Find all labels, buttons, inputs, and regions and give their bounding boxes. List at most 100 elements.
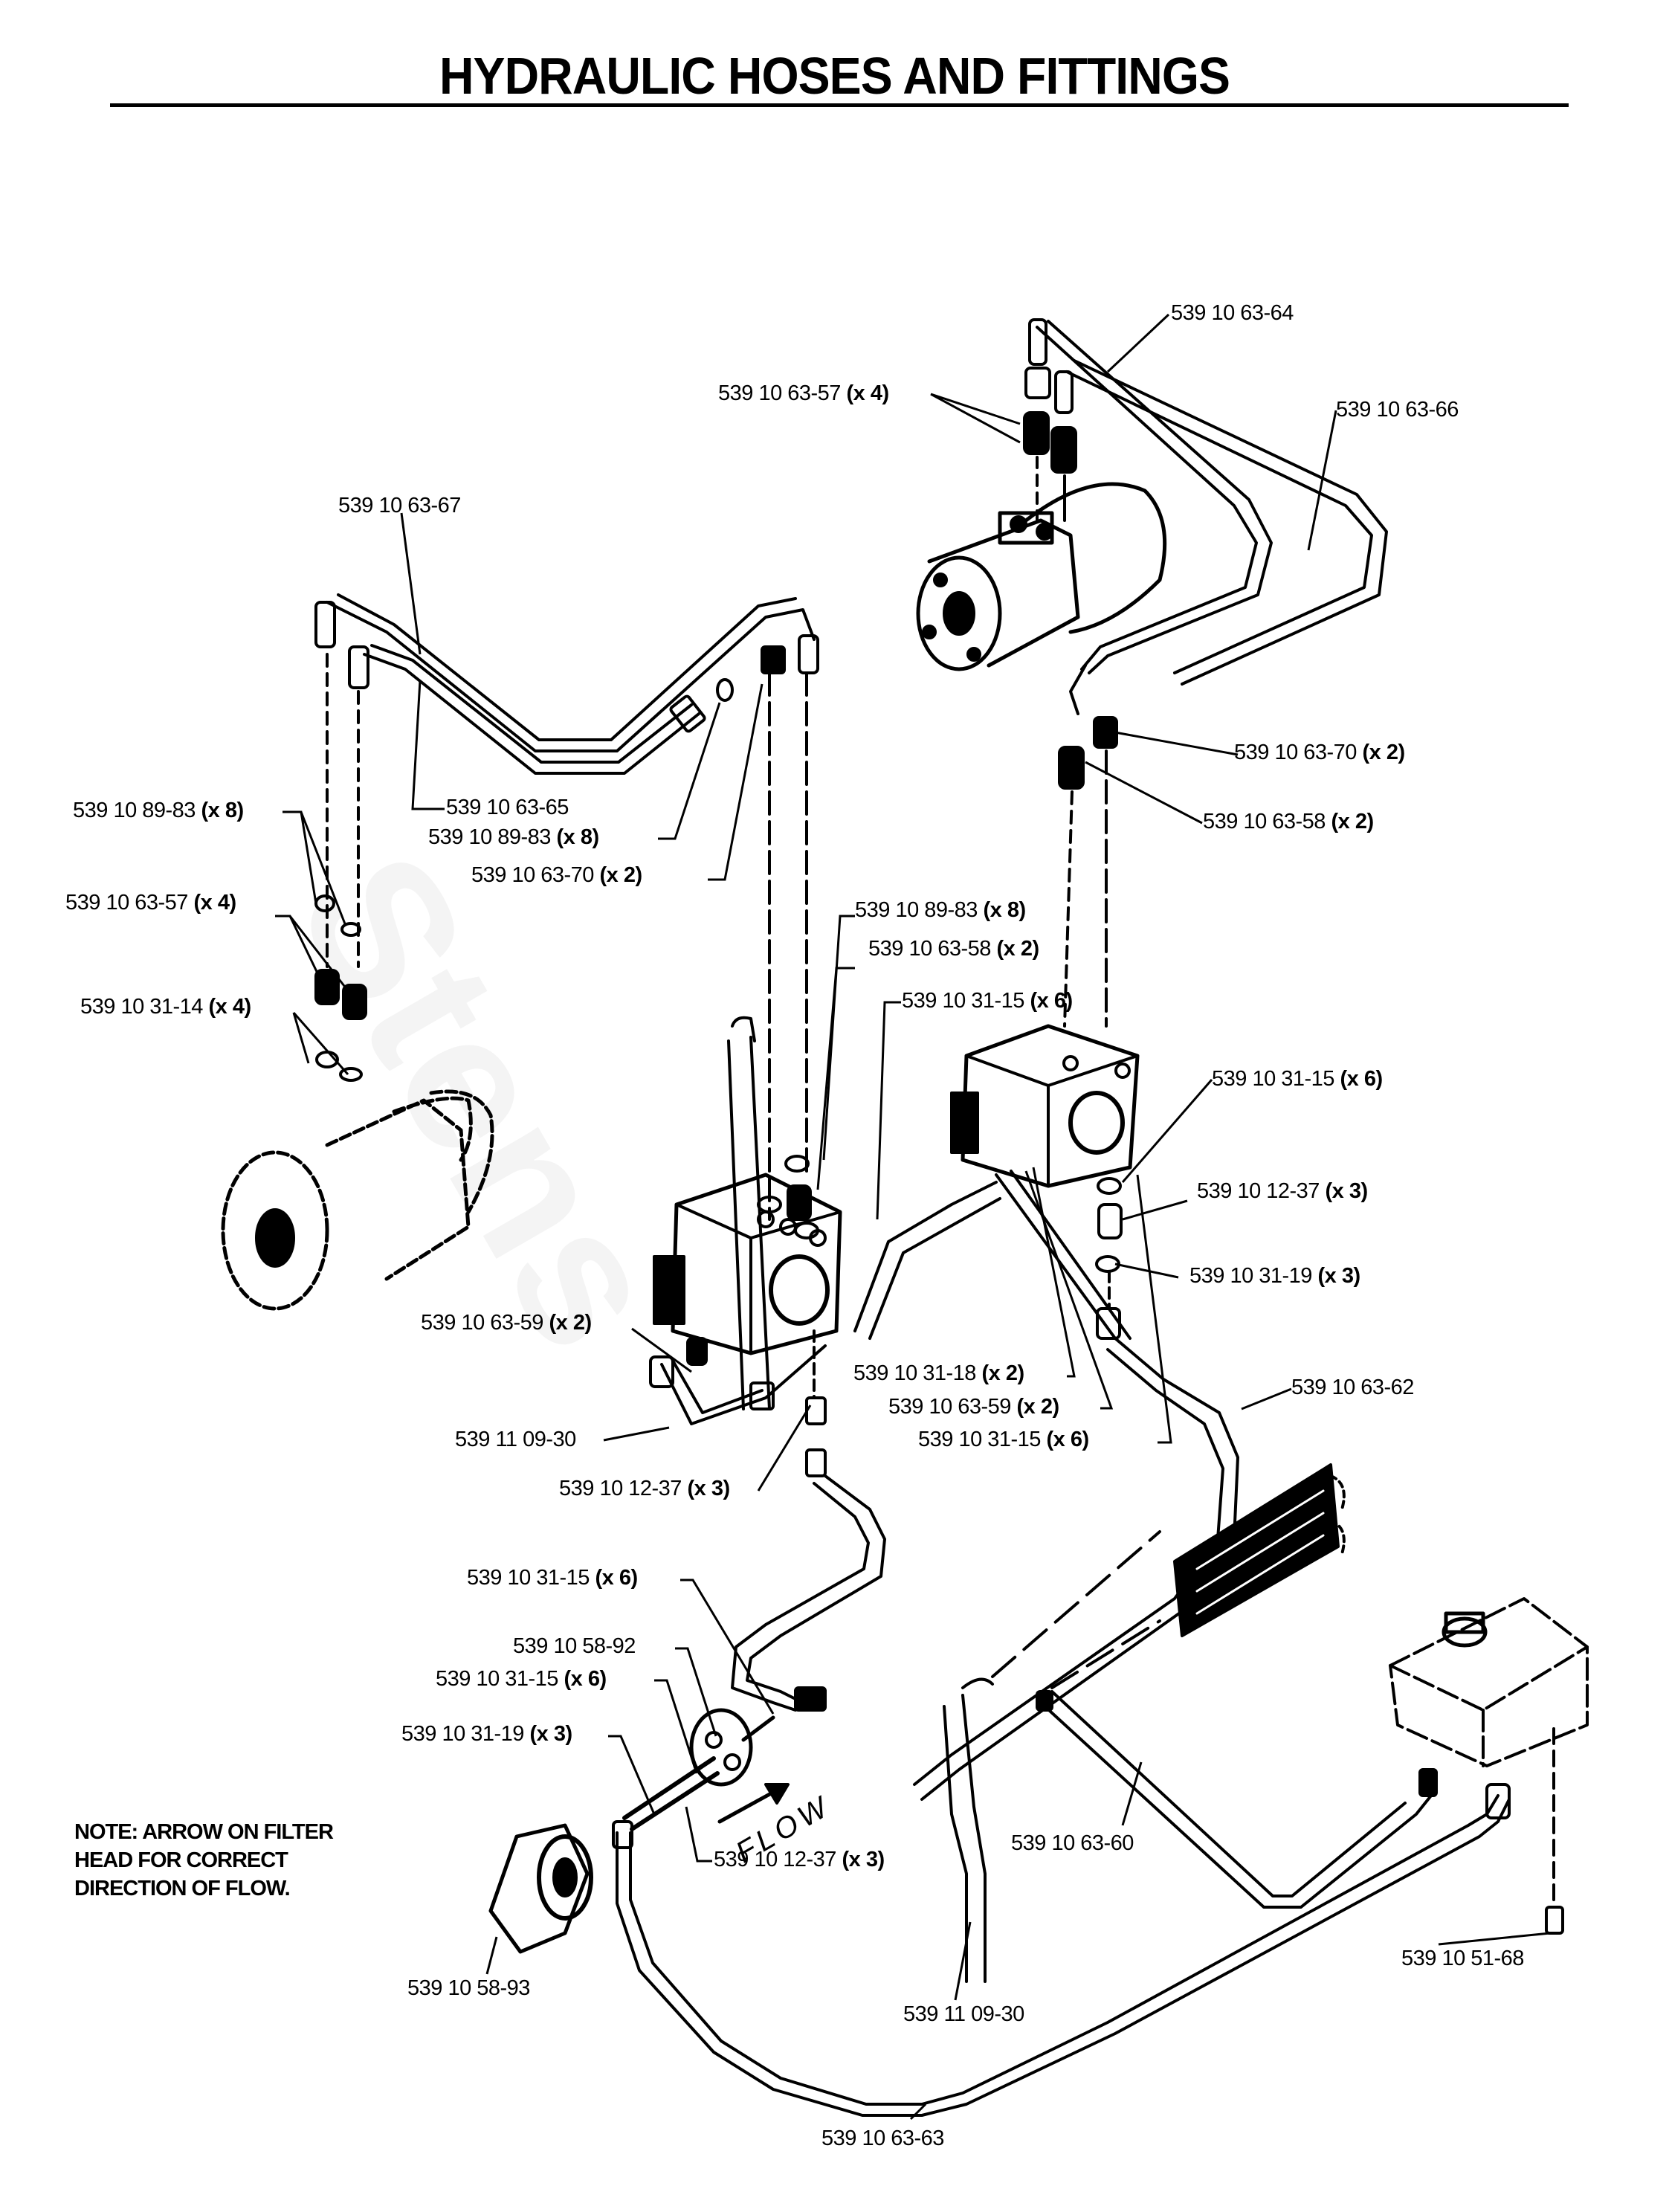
oil-filter [488,1823,593,1954]
leader-11-09-30-lower [954,1921,972,2001]
quantity: (x 8) [556,825,600,849]
leader-51-68 [1438,1932,1551,1946]
part-label: 539 10 63-58 (x 2) [1203,811,1374,833]
oil-cooler [1173,1463,1346,1637]
quantity: (x 6) [1030,989,1074,1013]
quantity: (x 2) [1362,741,1406,764]
leader-63-67 [400,512,422,655]
part-number: 539 11 09-30 [455,1428,576,1451]
part-number: 539 10 63-57 [65,891,188,915]
quantity: (x 2) [1016,1395,1060,1419]
part-label: 539 10 63-64 [1171,303,1294,324]
leader-31-15-top [876,1001,901,1220]
part-number: 539 10 12-37 [559,1477,682,1500]
leader-11-09-30 [603,1426,670,1442]
part-number: 539 11 09-30 [903,2002,1024,2026]
quantity: (x 8) [983,898,1027,922]
right-wheel-motor [916,482,1167,671]
part-number: 539 10 31-19 [401,1722,524,1746]
part-number: 539 10 31-15 [436,1667,558,1691]
part-label: 539 10 31-15 (x 6) [467,1567,638,1589]
flow-arrow [717,1783,790,1824]
part-label: 539 10 58-93 [407,1978,530,1999]
part-number: 539 10 31-14 [80,995,203,1019]
filter-note: NOTE: ARROW ON FILTER HEAD FOR CORRECT D… [74,1818,334,1903]
part-label: 539 10 31-14 (x 4) [80,996,251,1018]
part-number: 539 10 63-66 [1336,398,1459,422]
part-number: 539 10 31-15 [902,989,1024,1013]
right-motor-fittings [1023,318,1077,522]
part-number: 539 10 51-68 [1401,1947,1524,1970]
part-label: 539 10 63-58 (x 2) [868,938,1039,960]
part-label: 539 10 31-15 (x 6) [918,1429,1089,1451]
part-number: 539 10 63-58 [868,937,991,961]
part-label: 539 10 63-67 [338,495,461,517]
part-label: 539 10 63-66 [1336,399,1459,421]
leader-31-19-filter [608,1735,656,1815]
part-number: 539 10 31-15 [467,1566,590,1590]
part-number: 539 10 63-59 [888,1395,1011,1419]
part-label: 539 10 63-62 [1291,1377,1414,1399]
hose-539-10-63-64 [1036,320,1273,674]
leader-63-65 [411,680,445,810]
quantity: (x 2) [996,937,1040,961]
leader-31-14 [292,1012,349,1075]
leader-12-37-right [1122,1199,1188,1221]
hose-539-10-63-60 [1036,1619,1438,1909]
hose-539-10-63-67 [326,593,816,752]
leader-63-60 [1121,1761,1143,1826]
quantity: (x 6) [1340,1067,1384,1091]
part-number: 539 10 58-92 [513,1634,636,1658]
part-number: 539 10 89-83 [428,825,551,849]
leader-63-63 [909,2103,927,2121]
quantity: (x 4) [193,891,237,915]
leader-31-15-filter [654,1679,698,1774]
quantity: (x 4) [846,381,890,405]
leader-63-70-right [1114,731,1239,756]
part-number: 539 10 63-60 [1011,1831,1134,1855]
left-wheel-motor [221,1089,494,1311]
quantity: (x 6) [564,1667,607,1691]
quantity: (x 6) [1046,1428,1090,1451]
filter-head [622,1708,775,1831]
part-number: 539 10 63-58 [1203,810,1326,833]
leader-63-70-mid [708,683,764,881]
quantity: (x 3) [1317,1264,1361,1288]
part-label: 539 10 12-37 (x 3) [1197,1181,1368,1202]
part-label: 539 10 31-15 (x 6) [436,1668,607,1690]
part-label: 539 10 58-92 [513,1636,636,1657]
hose-539-10-63-65 [363,644,706,775]
part-label: 539 10 51-68 [1401,1948,1524,1970]
part-number: 539 10 58-93 [407,1976,530,2000]
leader-31-19-right [1114,1263,1179,1279]
right-pump [950,1024,1140,1340]
leader-63-58-right [1085,761,1203,825]
part-number: 539 10 12-37 [714,1848,836,1871]
part-number: 539 10 31-19 [1189,1264,1312,1288]
pump-to-filter-hose [731,1329,886,1712]
leader-63-66 [1307,410,1337,551]
part-number: 539 10 31-18 [853,1361,976,1385]
part-number: 539 10 89-83 [855,898,978,922]
quantity: (x 8) [201,799,245,822]
part-label: 539 10 31-15 (x 6) [1212,1068,1383,1090]
part-number: 539 10 63-67 [338,494,461,517]
part-number: 539 10 63-62 [1291,1376,1414,1399]
leader-89-83-left [283,810,347,926]
quantity: (x 2) [1331,810,1375,833]
leader-31-15-left [680,1579,775,1715]
title-rule [110,103,1569,107]
hose-539-11-09-30-lower [943,1530,1161,1983]
part-label: 539 10 63-57 (x 4) [65,892,236,914]
leader-31-15-right [1121,1079,1213,1183]
leader-89-83-right [822,915,855,1161]
part-label: 539 10 31-18 (x 2) [853,1363,1024,1384]
quantity: (x 2) [981,1361,1025,1385]
part-label: 539 10 63-57 (x 4) [718,383,889,404]
part-label: 539 10 31-19 (x 3) [1189,1265,1360,1287]
part-label: 539 10 63-70 (x 2) [1234,742,1405,764]
note-line: DIRECTION OF FLOW. [74,1877,291,1900]
part-label: 539 10 12-37 (x 3) [714,1849,885,1871]
